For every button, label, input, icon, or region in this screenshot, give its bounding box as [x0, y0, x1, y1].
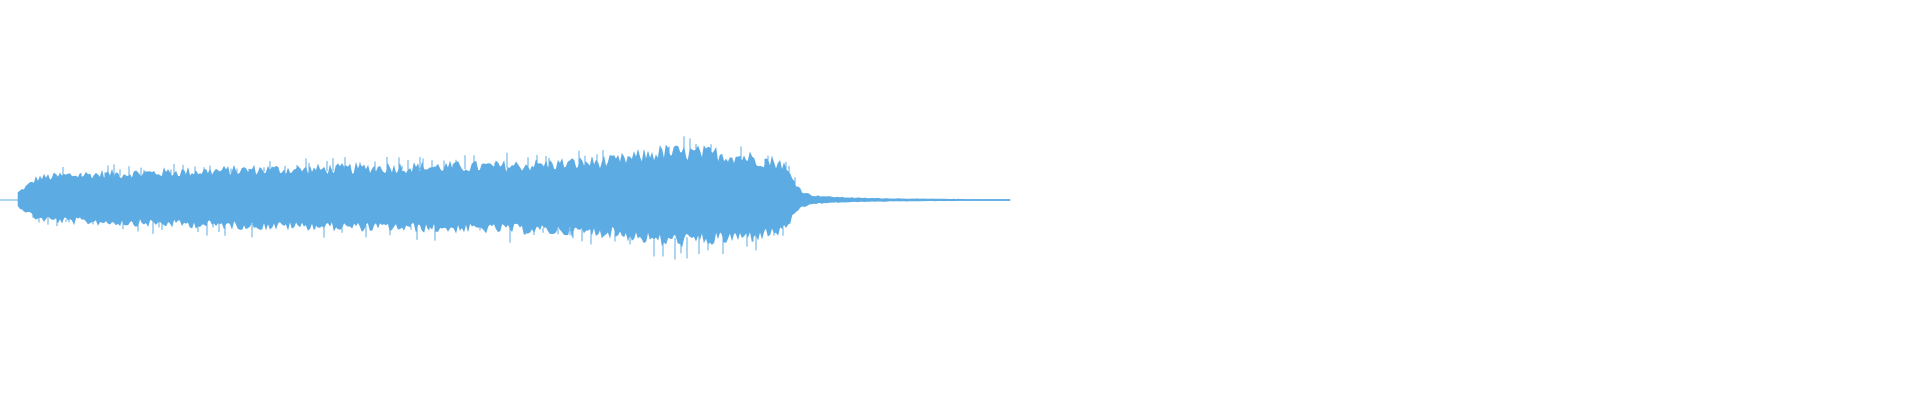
waveform-body [17, 144, 1011, 248]
waveform-spikes [32, 136, 796, 260]
